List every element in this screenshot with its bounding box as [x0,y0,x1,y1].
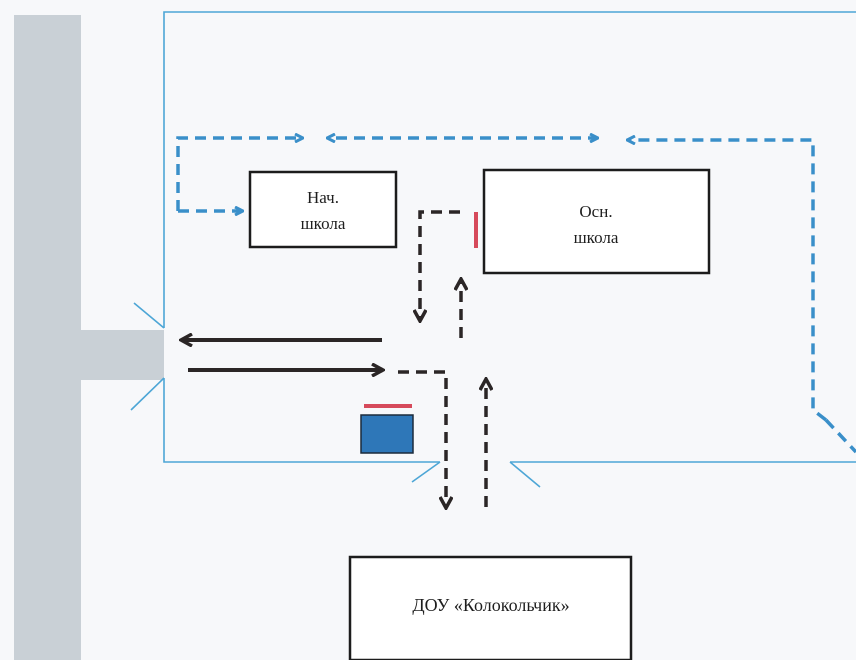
gate-leaf-left [411,461,441,483]
main-school-label-line1: Осн. [579,202,612,221]
parking-stop-line-icon [364,404,412,408]
primary-school-outline [248,170,398,249]
kindergarten-outline [348,555,633,660]
fence-bottom [163,378,440,463]
territory-fence [130,11,856,488]
primary-school-label-line1: Нач. [307,188,339,207]
gate-leaf-upper [133,302,165,329]
pedestrian-route-left [176,138,302,211]
pedestrian-route-right-exit [824,418,856,454]
building-kindergarten: ДОУ «Колокольчик» [348,555,633,660]
access-route-down-from-school [420,210,460,320]
access-routes [398,210,486,507]
main-school-label-line2: школа [574,228,619,247]
road-vertical [14,15,81,660]
gate-leaf-lower [130,377,165,411]
building-main-school: Осн. школа [482,168,711,275]
parking-icon [360,414,414,454]
building-primary-school: Нач. школа [248,170,398,249]
vehicle-routes [182,340,382,370]
road [14,15,164,660]
pedestrian-route-right [628,140,828,422]
road-branch [75,330,164,380]
pedestrian-routes [176,138,856,454]
stop-line-icon [474,212,478,248]
primary-school-label-line2: школа [301,214,346,233]
fence-top-left [163,11,856,328]
gate-leaf-right [509,461,541,488]
kindergarten-label: ДОУ «Колокольчик» [412,595,569,615]
main-school-outline [482,168,711,275]
